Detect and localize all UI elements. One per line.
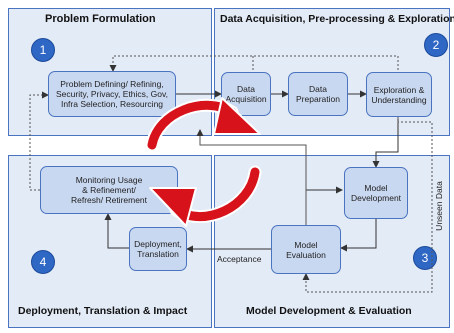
exploration-line-2: Understanding bbox=[371, 94, 427, 105]
arrow-deployment-to-monitoring bbox=[104, 213, 129, 249]
model-evaluation-box: Model Evaluation bbox=[271, 225, 341, 274]
data-acquisition-line-2: Acquisition bbox=[225, 94, 267, 104]
data-acquisition-line-1: Data bbox=[237, 84, 255, 94]
arrow-development-to-evaluation bbox=[340, 219, 377, 252]
step-4-badge: 4 bbox=[31, 250, 55, 274]
deployment-line-2: Translation bbox=[137, 249, 179, 259]
arrow-unseen-data-loop bbox=[302, 117, 433, 293]
deployment-box: Deployment, Translation bbox=[129, 227, 187, 271]
arrow-monitoring-to-problem bbox=[29, 91, 49, 191]
exploration-box: Exploration & Understanding bbox=[366, 72, 432, 117]
arrow-exploration-to-model-development bbox=[372, 117, 399, 168]
data-preparation-box: Data Preparation bbox=[288, 72, 348, 116]
data-preparation-line-2: Preparation bbox=[296, 94, 340, 104]
problem-defining-box: Problem Defining/ Refining, Security, Pr… bbox=[48, 71, 176, 117]
model-development-line-1: Model bbox=[364, 183, 388, 193]
monitoring-line-3: Refresh/ Retirement bbox=[70, 195, 148, 205]
quadrant-title-problem-formulation: Problem Formulation bbox=[45, 13, 156, 25]
cycle-arrowhead-lower bbox=[149, 187, 197, 227]
model-evaluation-line-1: Model bbox=[294, 239, 318, 250]
step-3-badge: 3 bbox=[413, 246, 437, 270]
monitoring-line-1: Monitoring Usage bbox=[75, 175, 143, 185]
arrow-evaluation-feedback bbox=[196, 129, 307, 225]
quadrant-title-model-development: Model Development & Evaluation bbox=[246, 305, 412, 317]
acceptance-label: Acceptance bbox=[217, 254, 262, 264]
model-development-line-2: Development bbox=[350, 193, 402, 203]
data-preparation-line-1: Data bbox=[309, 84, 327, 94]
model-evaluation-line-2: Evaluation bbox=[286, 249, 326, 260]
cycle-arrowhead-upper bbox=[213, 97, 261, 135]
step-2-badge: 2 bbox=[424, 33, 448, 57]
quadrant-title-deployment: Deployment, Translation & Impact bbox=[18, 305, 188, 317]
exploration-line-1: Exploration & bbox=[373, 84, 425, 95]
model-development-box: Model Development bbox=[344, 167, 408, 219]
step-1-badge: 1 bbox=[31, 38, 55, 62]
monitoring-line-2: & Refinement/ bbox=[82, 185, 136, 195]
problem-defining-line-1: Problem Defining/ Refining, bbox=[60, 79, 164, 89]
quadrant-title-data-acquisition: Data Acquisition, Pre-processing & Explo… bbox=[220, 13, 454, 25]
problem-defining-line-3: Infra Selection, Resourcing bbox=[60, 99, 164, 109]
deployment-line-1: Deployment, bbox=[134, 239, 182, 249]
arrow-top-feedback-loop bbox=[109, 55, 399, 74]
problem-defining-line-2: Security, Privacy, Ethics, Gov, bbox=[56, 89, 168, 99]
